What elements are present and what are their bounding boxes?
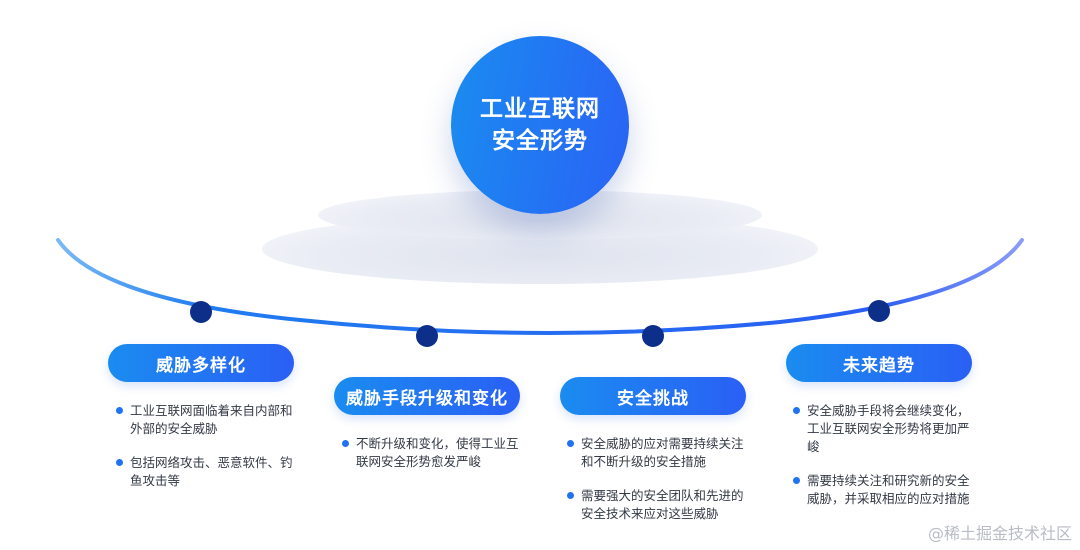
bullet-dot-icon — [116, 407, 123, 414]
section-title-text: 威胁多样化 — [156, 355, 246, 376]
section-title-security-challenge: 安全挑战 — [560, 377, 746, 415]
central-topic-circle: 工业互联网 安全形势 — [451, 36, 629, 214]
section-title-threat-diversity: 威胁多样化 — [108, 344, 294, 382]
list-item: 安全威胁手段将会继续变化，工业互联网安全形势将更加严峻 — [793, 402, 973, 456]
bullet-dot-icon — [567, 440, 574, 447]
list-item: 安全威胁的应对需要持续关注和不断升级的安全措施 — [567, 435, 747, 471]
list-item: 包括网络攻击、恶意软件、钓鱼攻击等 — [116, 454, 296, 490]
timeline-node-3 — [642, 325, 664, 347]
bullet-dot-icon — [793, 477, 800, 484]
bullet-dot-icon — [342, 440, 349, 447]
timeline-node-1 — [190, 301, 212, 323]
section-title-text: 威胁手段升级和变化 — [346, 388, 508, 409]
section-title-text: 安全挑战 — [617, 388, 689, 409]
watermark: @稀土掘金技术社区 — [927, 524, 1072, 543]
bullet-dot-icon — [567, 492, 574, 499]
list-item: 需要强大的安全团队和先进的安全技术来应对这些威胁 — [567, 487, 747, 523]
section-list-threat-escalation: 不断升级和变化，使得工业互联网安全形势愈发严峻 — [342, 435, 522, 487]
list-item: 需要持续关注和研究新的安全威胁，并采取相应的应对措施 — [793, 472, 973, 508]
section-title-future-trends: 未来趋势 — [786, 344, 972, 382]
section-list-future-trends: 安全威胁手段将会继续变化，工业互联网安全形势将更加严峻 需要持续关注和研究新的安… — [793, 402, 973, 524]
list-item: 工业互联网面临着来自内部和外部的安全威胁 — [116, 402, 296, 438]
central-topic-line2: 安全形势 — [492, 128, 588, 154]
timeline-node-4 — [868, 300, 890, 322]
section-list-threat-diversity: 工业互联网面临着来自内部和外部的安全威胁 包括网络攻击、恶意软件、钓鱼攻击等 — [116, 402, 296, 506]
section-title-threat-escalation: 威胁手段升级和变化 — [334, 377, 520, 415]
section-title-text: 未来趋势 — [843, 355, 915, 376]
central-topic-line1: 工业互联网 — [480, 96, 600, 122]
section-list-security-challenge: 安全威胁的应对需要持续关注和不断升级的安全措施 需要强大的安全团队和先进的安全技… — [567, 435, 747, 539]
timeline-node-2 — [416, 325, 438, 347]
list-item: 不断升级和变化，使得工业互联网安全形势愈发严峻 — [342, 435, 522, 471]
bullet-dot-icon — [793, 407, 800, 414]
bullet-dot-icon — [116, 459, 123, 466]
